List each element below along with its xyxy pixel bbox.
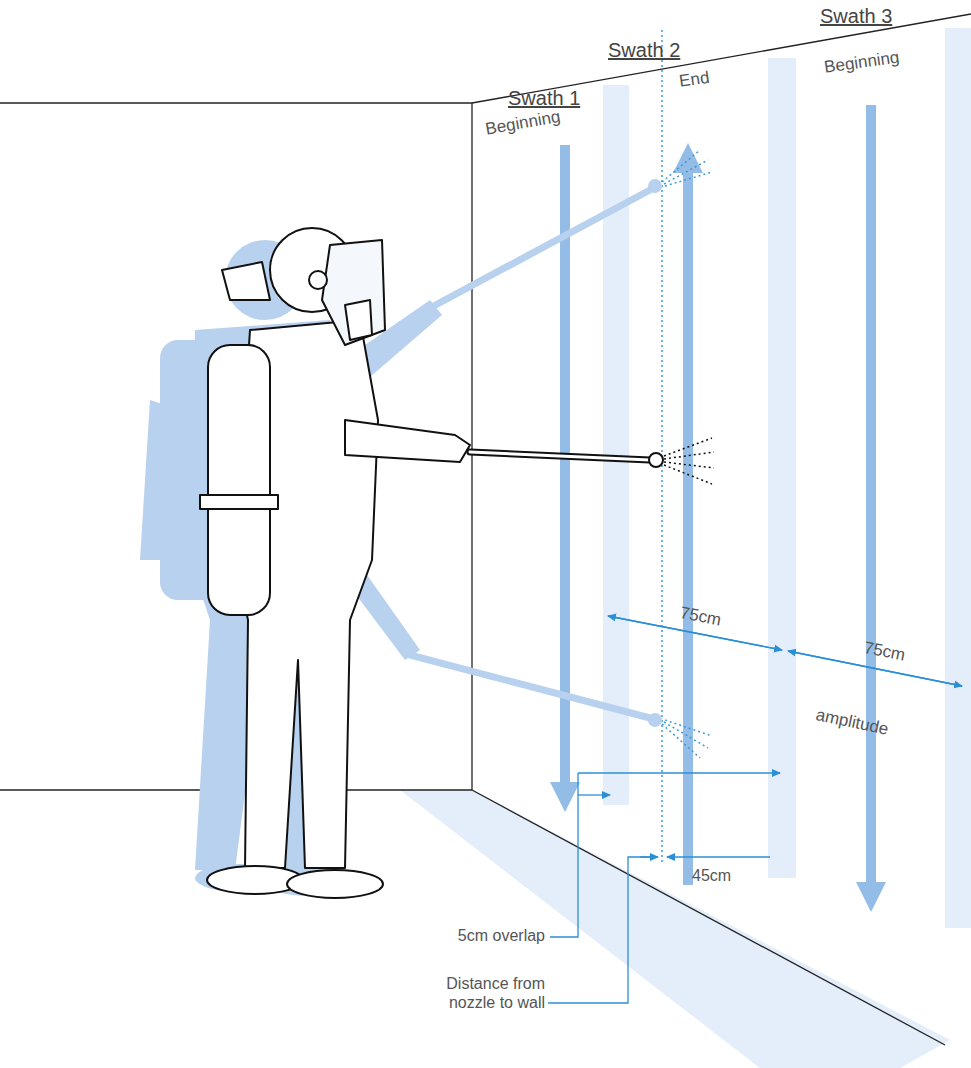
- shadow-figure: [140, 240, 442, 896]
- room-lines: [0, 14, 971, 1045]
- swath-title: Swath 2: [608, 38, 680, 62]
- dimension-label: 45cm: [692, 866, 731, 885]
- swath-start: Beginning: [484, 107, 562, 140]
- swath-title: Swath 1: [508, 86, 580, 110]
- swath-arrows: [550, 105, 886, 912]
- overlap-stripe: [768, 58, 796, 878]
- swath-title: Swath 3: [820, 4, 892, 28]
- nozzle: [649, 453, 663, 467]
- overlap-stripe: [603, 85, 629, 805]
- spray-lance: [470, 452, 650, 460]
- swath-start: Beginning: [823, 47, 901, 78]
- spray-lance: [470, 452, 650, 460]
- callout-text: 5cm overlap: [380, 926, 545, 945]
- overlap-stripe: [945, 28, 971, 928]
- dimension-lines: [548, 616, 962, 1003]
- nozzle-line: [661, 30, 663, 862]
- spray: [664, 438, 714, 484]
- shadow-nozzle: [648, 713, 662, 727]
- swath-end: End: [678, 68, 711, 92]
- shadow-nozzle: [648, 179, 662, 193]
- dimension-label: amplitude: [814, 705, 890, 740]
- operator-figure: [200, 228, 470, 898]
- callout-text: Distance from nozzle to wall: [405, 974, 545, 1012]
